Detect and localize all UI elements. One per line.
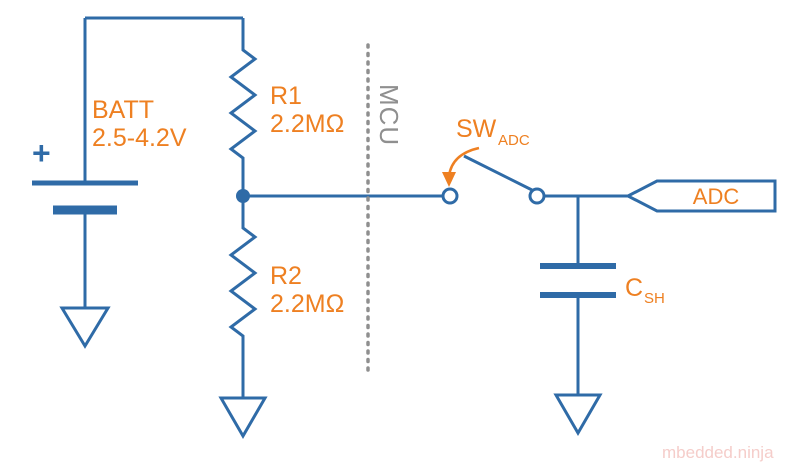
watermark: mbedded.ninja [662,443,774,462]
capacitor-subscript-label: SH [644,290,665,307]
switch-subscript-label: ADC [498,132,530,149]
switch-contact-right [528,187,546,205]
battery-plus-sign: + [32,135,51,171]
adc-port-tag: ADC [624,179,777,213]
ground-symbol-battery [59,306,111,349]
ground-symbol-cap [553,393,603,436]
resistor-r1-zigzag [228,18,258,196]
resistor-r1-value-label: 2.2MΩ [270,110,344,138]
ground-symbol-r2 [218,396,268,439]
switch-sw-adc: SW ADC [441,115,546,205]
resistor-r2-name-label: R2 [270,262,302,290]
resistor-r1-name-label: R1 [270,82,302,110]
adc-port-label: ADC [693,184,740,209]
adc-tag-outline [624,179,777,213]
resistor-r2-value-label: 2.2MΩ [270,290,344,318]
capacitor-csh: C SH [540,196,665,436]
capacitor-name-label: C [625,274,643,302]
resistor-r2: R2 2.2MΩ [218,196,344,439]
mcu-label: MCU [374,84,404,146]
battery-name-label: BATT [92,96,154,124]
switch-actuation-arrow-head [442,172,456,187]
battery-voltage-label: 2.5-4.2V [92,124,187,152]
switch-contact-left [441,187,459,205]
switch-name-label: SW [456,115,497,143]
resistor-r2-zigzag [228,196,258,398]
battery-symbol: + [32,18,138,349]
mcu-boundary: MCU [366,43,404,374]
battery-label: BATT 2.5-4.2V [92,96,187,152]
resistor-r1: R1 2.2MΩ [228,18,344,196]
switch-blade [463,154,533,192]
